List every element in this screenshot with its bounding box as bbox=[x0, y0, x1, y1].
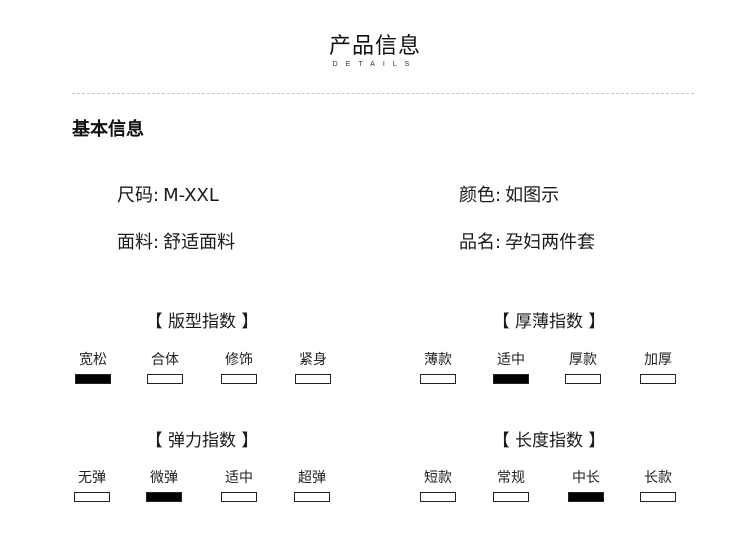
scale-option-box bbox=[146, 492, 182, 502]
scale-option-label: 适中 bbox=[225, 470, 253, 486]
scale-option: 超弹 bbox=[282, 468, 342, 502]
scale-option: 紧身 bbox=[283, 350, 343, 384]
scale-option-label: 宽松 bbox=[79, 352, 107, 368]
elasticity-index-title: 【 弹力指数 】 bbox=[145, 431, 259, 451]
scale-option-box bbox=[640, 374, 676, 384]
scale-option: 加厚 bbox=[628, 350, 688, 384]
scale-option-label: 加厚 bbox=[644, 352, 672, 368]
scale-option-box bbox=[294, 492, 330, 502]
divider bbox=[72, 93, 694, 94]
scale-option-label: 超弹 bbox=[298, 470, 326, 486]
scale-option: 修饰 bbox=[209, 350, 269, 384]
scale-option: 合体 bbox=[135, 350, 195, 384]
scale-option: 常规 bbox=[481, 468, 541, 502]
scale-option-box bbox=[565, 374, 601, 384]
scale-option: 微弹 bbox=[134, 468, 194, 502]
scale-option-box bbox=[493, 492, 529, 502]
fabric-info: 面料:舒适面料 bbox=[117, 228, 235, 254]
scale-option-label: 微弹 bbox=[150, 470, 178, 486]
scale-option-label: 短款 bbox=[424, 470, 452, 486]
scale-option: 适中 bbox=[481, 350, 541, 384]
thickness-index-title: 【 厚薄指数 】 bbox=[492, 312, 606, 332]
scale-option-label: 中长 bbox=[572, 470, 600, 486]
scale-option-box bbox=[420, 492, 456, 502]
scale-option-label: 常规 bbox=[497, 470, 525, 486]
scale-option-label: 修饰 bbox=[225, 352, 253, 368]
name-value: 孕妇两件套 bbox=[505, 232, 596, 253]
scale-option: 中长 bbox=[556, 468, 616, 502]
section-heading: 基本信息 bbox=[72, 119, 144, 140]
scale-option: 适中 bbox=[209, 468, 269, 502]
scale-option-box bbox=[295, 374, 331, 384]
scale-option-box bbox=[75, 374, 111, 384]
scale-option: 无弹 bbox=[62, 468, 122, 502]
length-index-title: 【 长度指数 】 bbox=[492, 431, 606, 451]
scale-option-label: 薄款 bbox=[424, 352, 452, 368]
scale-option: 薄款 bbox=[408, 350, 468, 384]
scale-option: 短款 bbox=[408, 468, 468, 502]
scale-option: 长款 bbox=[628, 468, 688, 502]
scale-option-box bbox=[147, 374, 183, 384]
fabric-value: 舒适面料 bbox=[163, 232, 236, 253]
scale-option: 厚款 bbox=[553, 350, 613, 384]
fabric-label: 面料: bbox=[117, 232, 160, 253]
scale-option-box bbox=[221, 492, 257, 502]
scale-option-label: 无弹 bbox=[78, 470, 106, 486]
color-info: 颜色:如图示 bbox=[459, 181, 559, 207]
scale-option-box bbox=[221, 374, 257, 384]
name-label: 品名: bbox=[459, 232, 502, 253]
scale-option-label: 长款 bbox=[644, 470, 672, 486]
scale-option-label: 紧身 bbox=[299, 352, 327, 368]
size-value: M-XXL bbox=[163, 185, 219, 206]
scale-option-label: 厚款 bbox=[569, 352, 597, 368]
color-value: 如图示 bbox=[505, 185, 560, 206]
page-title: 产品信息 bbox=[328, 34, 421, 59]
scale-option-box bbox=[74, 492, 110, 502]
size-info: 尺码:M-XXL bbox=[117, 181, 219, 207]
scale-option-box bbox=[493, 374, 529, 384]
scale-option-label: 合体 bbox=[151, 352, 179, 368]
scale-option-box bbox=[640, 492, 676, 502]
scale-option-label: 适中 bbox=[497, 352, 525, 368]
fit-index-title: 【 版型指数 】 bbox=[145, 312, 259, 332]
size-label: 尺码: bbox=[117, 185, 160, 206]
page-subtitle: DETAILS bbox=[332, 61, 418, 68]
scale-option: 宽松 bbox=[63, 350, 123, 384]
name-info: 品名:孕妇两件套 bbox=[459, 228, 595, 254]
scale-option-box bbox=[420, 374, 456, 384]
color-label: 颜色: bbox=[459, 185, 502, 206]
scale-option-box bbox=[568, 492, 604, 502]
